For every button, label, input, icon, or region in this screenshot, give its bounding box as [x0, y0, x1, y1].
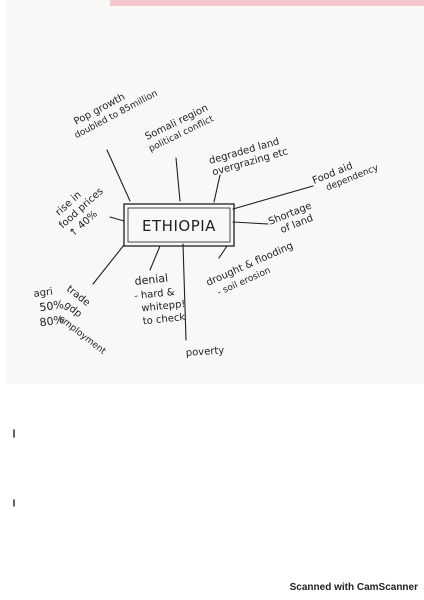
connector-shortage [232, 221, 269, 225]
denial-line-4: to check [142, 312, 186, 327]
connector-somali [175, 157, 181, 202]
center-box [123, 203, 235, 247]
connector-degraded [213, 174, 221, 203]
center-label: ETHIOPIA [142, 217, 216, 235]
node-somali-region: Somali region political conflict [143, 103, 215, 155]
paper-top-edge [110, 0, 424, 6]
trade-line-3: employment [56, 314, 107, 357]
node-shortage-of-land: Shortage of land [267, 201, 315, 236]
poverty-line-1: poverty [185, 345, 224, 359]
connector-trade [92, 244, 125, 285]
agri-line-1: agri [33, 286, 54, 300]
connector-poverty [182, 243, 187, 341]
denial-line-1: denial [134, 272, 169, 288]
node-food-aid: Food aid dependency [311, 161, 381, 194]
connector-drought [218, 245, 228, 259]
connector-food-prices [109, 216, 125, 222]
node-denial: denial - hard & whitepp! to check [134, 272, 186, 328]
node-agri: agri 50% 80% [33, 286, 65, 329]
node-degraded-land: degraded land overgrazing etc [208, 136, 289, 178]
camscanner-watermark: Scanned with CamScanner [289, 582, 418, 593]
agri-line-3: 80% [39, 313, 65, 329]
connector-food-aid [232, 185, 314, 210]
denial-line-2: - hard & [134, 287, 176, 302]
connector-pop-growth [106, 149, 131, 202]
denial-line-3: whitepp! [141, 299, 186, 315]
node-poverty: poverty [185, 345, 224, 359]
node-trade: trade gdp employment [56, 284, 107, 357]
connector-denial [149, 245, 161, 271]
node-food-prices: rise in food prices ↑ 40% [54, 186, 106, 240]
notebook-paper [6, 0, 424, 384]
agri-line-2: 50% [39, 298, 65, 314]
center-box-inner [127, 207, 231, 243]
node-drought-flooding: drought & flooding - soil erosion [205, 241, 295, 299]
